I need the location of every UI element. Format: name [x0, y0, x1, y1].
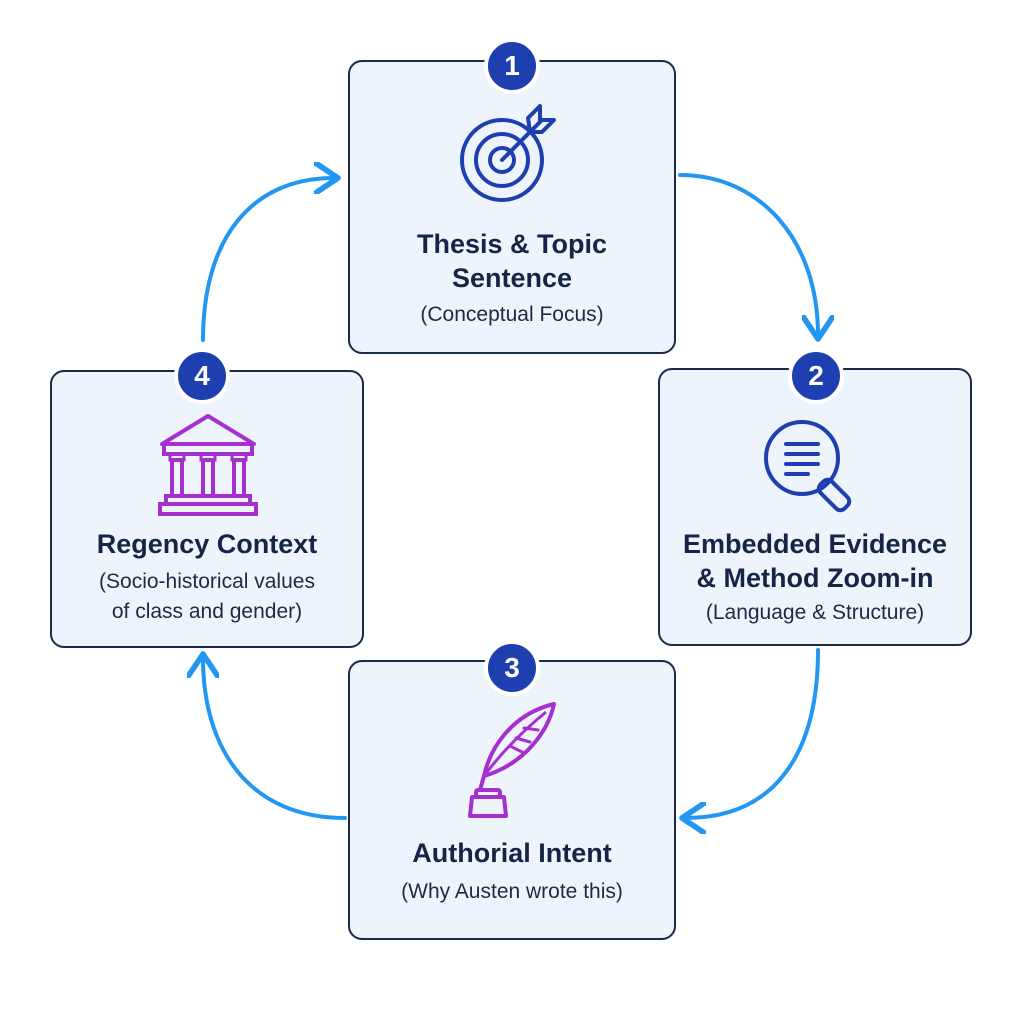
arrow-3-to-4	[203, 658, 347, 820]
step-badge-3: 3	[484, 640, 540, 696]
step-badge-1: 1	[484, 38, 540, 94]
arrow-2-to-3	[686, 648, 820, 818]
step-card-intent: Authorial Intent (Why Austen wrote this)	[348, 660, 676, 940]
step-badge-4: 4	[174, 348, 230, 404]
arrow-1-to-2	[678, 173, 818, 335]
quill-inkpot-icon	[468, 702, 556, 818]
step-title: Embedded Evidence & Method Zoom-in	[682, 529, 948, 593]
arrow-4-to-1	[201, 178, 334, 342]
step-title: Authorial Intent	[412, 838, 612, 868]
classical-building-icon	[158, 414, 258, 516]
step-card-evidence: Embedded Evidence & Method Zoom-in (Lang…	[658, 368, 972, 646]
step-card-context: Regency Context (Socio-historical values…	[50, 370, 364, 648]
step-subtitle: (Why Austen wrote this)	[401, 880, 623, 903]
step-subtitle: (Socio-historical values of class and ge…	[99, 570, 315, 623]
target-arrow-icon	[460, 104, 556, 202]
magnifier-document-icon	[764, 420, 852, 513]
step-subtitle: (Language & Structure)	[705, 601, 925, 624]
step-title: Thesis & Topic Sentence	[416, 229, 608, 293]
step-title: Regency Context	[96, 529, 318, 559]
step-card-thesis: Thesis & Topic Sentence (Conceptual Focu…	[348, 60, 676, 354]
step-badge-2: 2	[788, 348, 844, 404]
step-subtitle: (Conceptual Focus)	[420, 303, 604, 326]
